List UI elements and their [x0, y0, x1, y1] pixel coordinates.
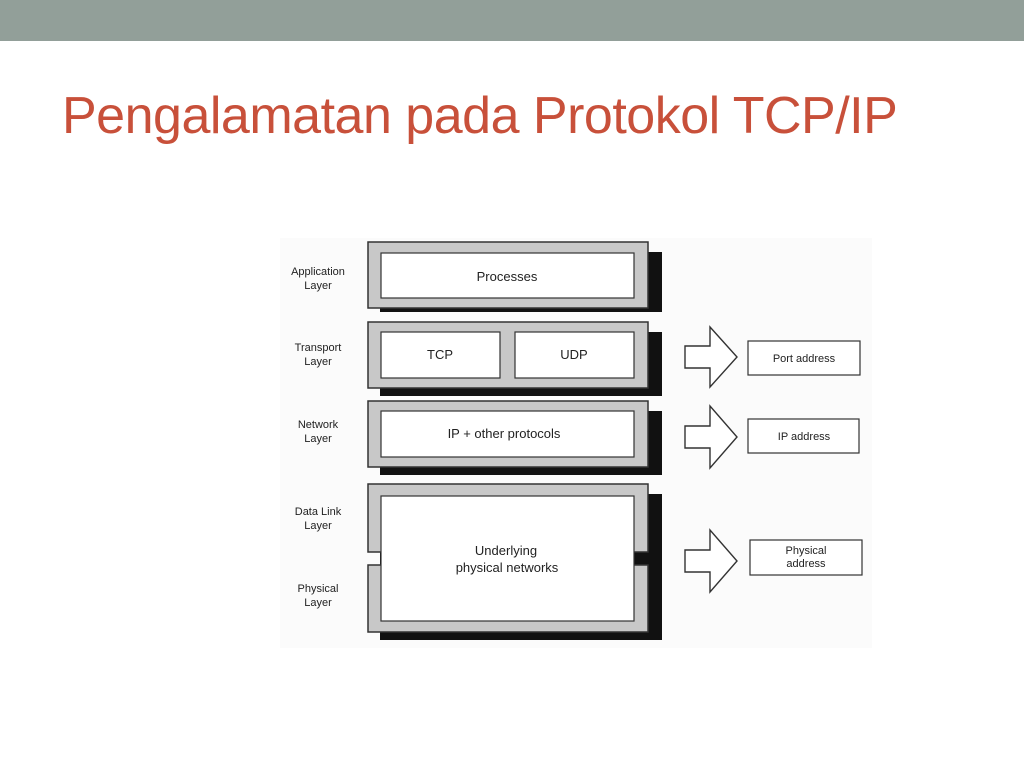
udp-box: [514, 331, 635, 379]
layer-label-network-1: Network: [298, 419, 339, 431]
ip-address-arrow-icon: [684, 404, 738, 470]
layer-label-network-2: Layer: [304, 433, 332, 445]
port-address-label: Port address: [773, 353, 836, 365]
transport-layer-block: TCP UDP: [367, 321, 662, 396]
physical-address-label-line1: Physical: [786, 545, 827, 557]
top-accent-bar: [0, 0, 1024, 41]
udp-label: UDP: [560, 347, 587, 362]
physical-layers-block: Underlying physical networks: [367, 483, 662, 640]
physical-address-arrow-icon: [684, 528, 738, 594]
tcp-box: [380, 331, 501, 379]
layer-label-transport-1: Transport: [295, 342, 342, 354]
underlying-label-line2: physical networks: [456, 560, 559, 575]
underlying-label-line1: Underlying: [475, 543, 537, 558]
network-layer-block: IP + other protocols: [367, 400, 662, 475]
processes-label: Processes: [477, 269, 538, 284]
layer-label-application-2: Layer: [304, 280, 332, 292]
layer-label-physical-2: Layer: [304, 597, 332, 609]
slide-title: Pengalamatan pada Protokol TCP/IP: [62, 87, 898, 145]
layer-label-datalink-2: Layer: [304, 520, 332, 532]
ip-box: [380, 410, 635, 458]
layer-label-physical-1: Physical: [298, 583, 339, 595]
processes-box: [380, 252, 635, 299]
ip-address-box: [747, 418, 860, 454]
application-layer-block: Processes: [367, 241, 662, 312]
ip-protocols-label: IP + other protocols: [448, 426, 561, 441]
physical-address-box: [749, 539, 863, 576]
layer-label-transport-2: Layer: [304, 356, 332, 368]
tcp-label: TCP: [427, 347, 453, 362]
port-address-box: [747, 340, 861, 376]
ip-address-label: IP address: [778, 431, 831, 443]
layer-label-datalink-1: Data Link: [295, 506, 342, 518]
port-address-arrow-icon: [684, 325, 738, 389]
layer-label-application-1: Application: [291, 266, 345, 278]
physical-address-label-line2: address: [786, 558, 826, 570]
underlying-networks-box: [380, 495, 635, 622]
